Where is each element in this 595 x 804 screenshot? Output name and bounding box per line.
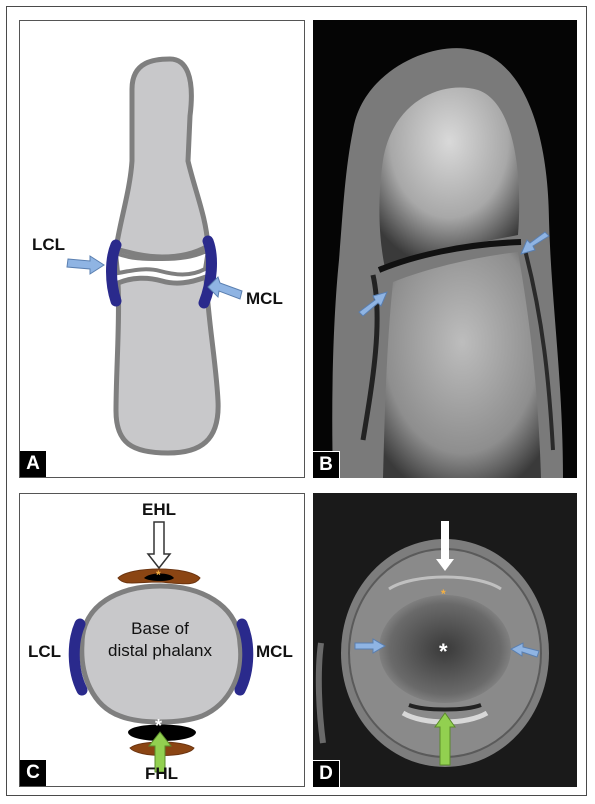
mcl-ligament [204,241,211,303]
base-of-distal-phalanx-label: Base of distal phalanx [100,618,220,662]
panel-c: EHL LCL MCL FHL Base of distal phalanx *… [19,493,305,787]
mcl-label: MCL [246,289,283,309]
panel-tag-d: D [313,760,340,787]
mri-middle-phalanx [383,252,541,478]
lcl-ligament [112,245,117,301]
lcl-arrow [67,256,104,274]
panel-b: B [313,20,577,478]
panel-tag-b: B [313,451,340,478]
ehl-label: EHL [142,500,176,520]
panel-d: * * D [313,493,577,787]
mcl-label-axial: MCL [256,642,293,662]
panel-tag-c: C [20,759,47,786]
volar-star: * [155,716,162,737]
mri-dorsal-star: * [441,587,446,601]
panel-tag-a: A [20,450,47,477]
distal-phalanx [116,59,208,257]
lcl-label: LCL [32,235,65,255]
base-label-line1: Base of [100,618,220,640]
lcl-label-axial: LCL [28,642,61,662]
base-label-line2: distal phalanx [100,640,220,662]
ehl-arrow [148,522,170,568]
mri-center-star: * [439,639,448,665]
fhl-label: FHL [145,764,178,784]
panel-a: LCL MCL A [19,20,305,478]
mri-coronal-image [313,20,577,478]
ehl-star: * [156,568,161,582]
